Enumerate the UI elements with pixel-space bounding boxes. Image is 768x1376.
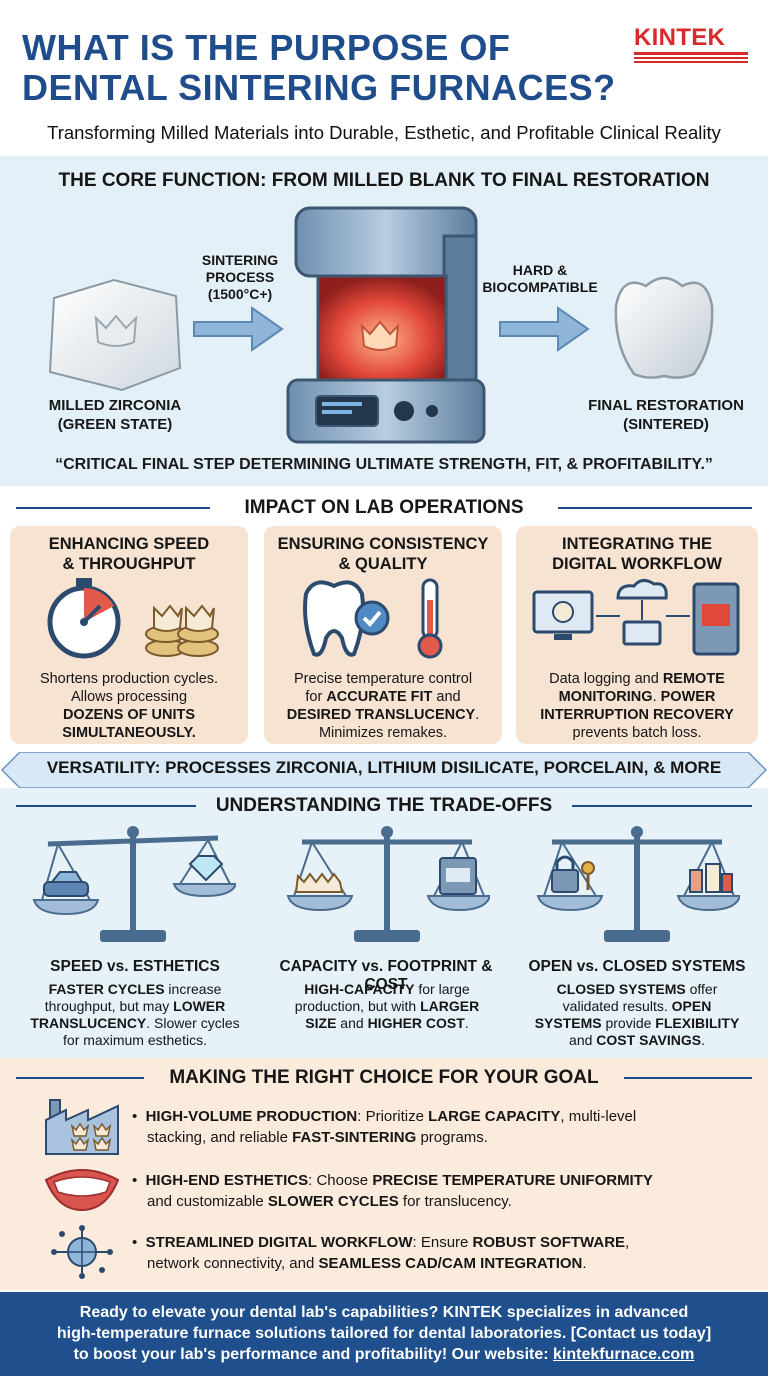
trade-offs-title: UNDERSTANDING THE TRADE-OFFS [215, 795, 553, 816]
factory-icon [45, 1099, 119, 1155]
arrow-right-icon [193, 306, 284, 352]
kintek-logo[interactable]: KINTEK [634, 24, 726, 51]
balance-scale-speed-esthetics-icon [32, 826, 236, 942]
tradeoff-body: FASTER CYCLES increase throughput, but m… [30, 981, 240, 1048]
milled-zirconia-block-icon [48, 278, 182, 392]
footer-cta: Ready to elevate your dental lab's capab… [20, 1302, 748, 1365]
stopwatch-icon [47, 578, 121, 659]
sintering-furnace-icon [286, 206, 486, 444]
card-title: ENSURING CONSISTENCY & QUALITY [277, 535, 489, 573]
sintering-process-label: SINTERING PROCESS (1500°C+) [201, 252, 279, 302]
header [0, 0, 768, 156]
title-line-1: WHAT IS THE PURPOSE OF [22, 27, 511, 68]
hard-biocompatible-label: HARD & BIOCOMPATIBLE [482, 262, 598, 295]
choice-high-volume: • HIGH-VOLUME PRODUCTION: Prioritize LAR… [132, 1108, 637, 1146]
website-link[interactable]: kintekfurnace.com [553, 1346, 695, 1363]
smile-icon [44, 1169, 120, 1212]
card-title: ENHANCING SPEED & THROUGHPUT [48, 535, 210, 573]
page-subtitle: Transforming Milled Materials into Durab… [47, 122, 721, 143]
tradeoff-body: CLOSED SYSTEMS offer validated results. … [534, 981, 740, 1048]
footer [0, 1292, 768, 1376]
versatility-text: VERSATILITY: PROCESSES ZIRCONIA, LITHIUM… [46, 758, 722, 777]
choice-digital-workflow: • STREAMLINED DIGITAL WORKFLOW: Ensure R… [132, 1234, 630, 1272]
right-choice-section [0, 1058, 768, 1290]
stacked-crowns-icon [145, 604, 219, 657]
card-body: Shortens production cycles. Allows proce… [39, 671, 219, 741]
consistency-quality-card [264, 526, 502, 744]
card-body: Precise temperature control for ACCURATE… [286, 671, 480, 741]
choice-high-end-esthetics: • HIGH-END ESTHETICS: Choose PRECISE TEM… [132, 1172, 653, 1210]
network-globe-icon [51, 1225, 113, 1279]
milled-zirconia-label: MILLED ZIRCONIA (GREEN STATE) [48, 397, 182, 433]
balance-scale-capacity-cost-icon [286, 826, 490, 942]
tradeoff-title: CAPACITY vs. FOOTPRINT & COST [279, 958, 493, 993]
versatility-banner [0, 752, 768, 788]
balance-scale-open-closed-icon [536, 826, 740, 942]
tooth-checkmark-icon [303, 580, 390, 657]
page-title: WHAT IS THE PURPOSE OF DENTAL SINTERING … [22, 28, 762, 108]
digital-workflow-icon [532, 579, 740, 656]
impact-title: IMPACT ON LAB OPERATIONS [244, 497, 524, 518]
card-title: INTEGRATING THE DIGITAL WORKFLOW [552, 535, 722, 573]
title-line-2: DENTAL SINTERING FURNACES? [22, 67, 616, 108]
thermometer-icon [417, 578, 443, 659]
contact-us-text[interactable]: high-temperature furnace solutions tailo… [56, 1325, 712, 1342]
card-body: Data logging and REMOTE MONITORING. POWE… [540, 671, 734, 741]
kintek-logo-mark [634, 52, 748, 63]
right-choice-title: MAKING THE RIGHT CHOICE FOR YOUR GOAL [169, 1067, 599, 1088]
core-function-title: THE CORE FUNCTION: FROM MILLED BLANK TO … [58, 170, 710, 191]
section-divider [16, 805, 752, 807]
core-quote: “CRITICAL FINAL STEP DETERMINING ULTIMAT… [55, 456, 713, 473]
tradeoff-title: SPEED vs. ESTHETICS [50, 958, 220, 975]
final-restoration-label: FINAL RESTORATION (SINTERED) [588, 397, 744, 433]
arrow-right-icon [499, 306, 590, 352]
section-divider [16, 1077, 752, 1079]
tradeoff-title: OPEN vs. CLOSED SYSTEMS [528, 958, 746, 975]
tradeoff-body: HIGH-CAPACITY for large production, but … [294, 981, 480, 1031]
section-divider [16, 507, 752, 509]
crown-restoration-icon [614, 276, 714, 379]
